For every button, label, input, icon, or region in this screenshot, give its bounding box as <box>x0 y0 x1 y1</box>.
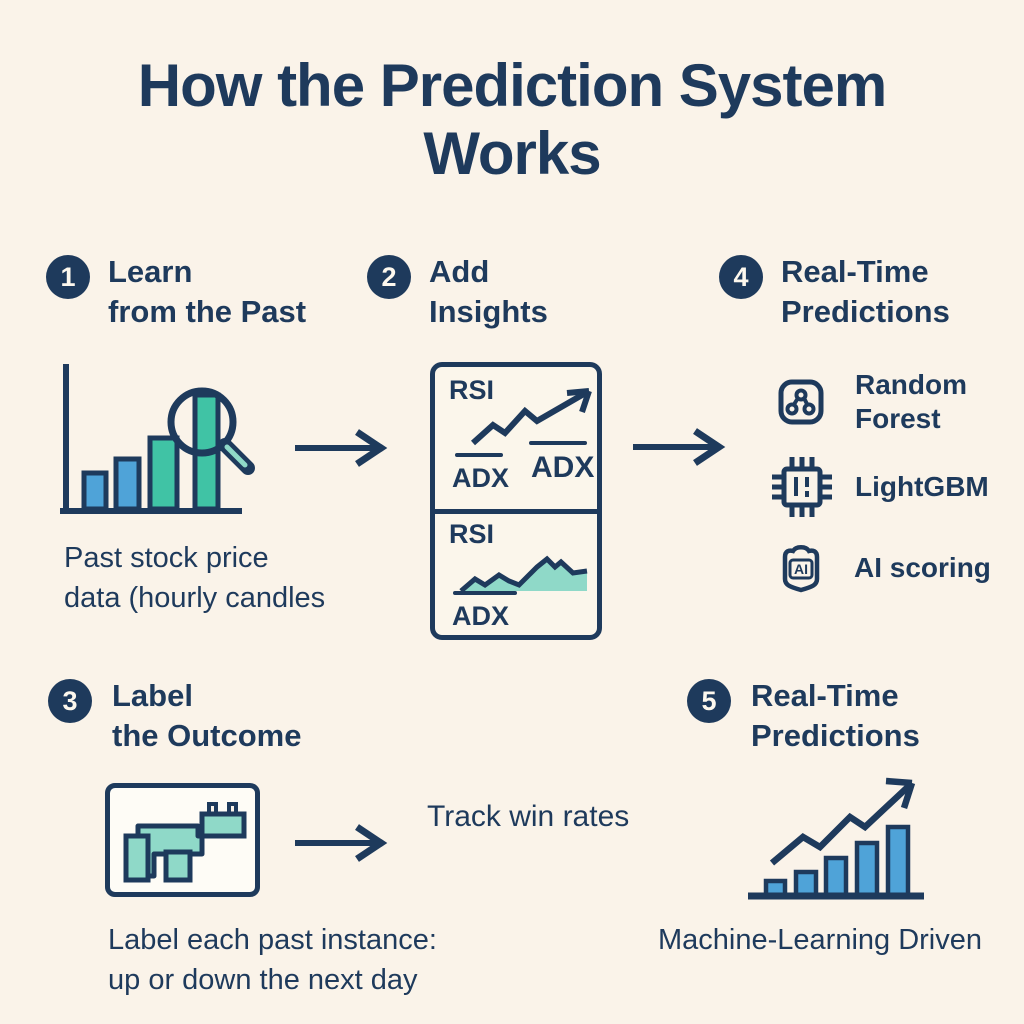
random-forest-icon <box>778 379 824 425</box>
step-2-number-badge: 2 <box>367 255 411 299</box>
step-1-title-line-1: Learn <box>108 254 193 289</box>
step-2-title-line-1: Add <box>429 254 490 289</box>
candle-blocks-icon-box <box>105 783 260 897</box>
page-title-line-2: Works <box>423 120 601 188</box>
adx-label-bottom: ADX <box>452 601 510 631</box>
arrow-right-icon <box>633 428 726 466</box>
random-forest-label-line-2: Forest <box>855 403 941 435</box>
lightgbm-label-line-1: LightGBM <box>855 470 989 502</box>
indicator-box-divider <box>430 509 602 514</box>
step-4-title-line-1: Real-Time <box>781 254 929 289</box>
track-win-rates-label: Track win rates <box>427 800 630 833</box>
adx-label-right: ADX <box>531 451 595 484</box>
adx-right-underline <box>529 441 587 445</box>
bar-chart-magnifier-icon <box>60 364 255 514</box>
uptrend-line-arrow-icon <box>470 388 592 446</box>
model-item-random-forest: Random Forest <box>777 368 967 436</box>
step-5-number-badge: 5 <box>687 679 731 723</box>
rsi-label-bottom: RSI <box>449 519 495 549</box>
step-5-title-line-2: Predictions <box>751 718 920 754</box>
step-3-number-badge: 3 <box>48 679 92 723</box>
step-3-caption-line-1: Label each past instance: <box>108 924 437 956</box>
step-5-title-line-1: Real-Time <box>751 678 899 713</box>
step-1-header: 1 Learn from the Past <box>46 252 306 333</box>
model-item-lightgbm: LightGBM <box>770 455 989 519</box>
chip-icon <box>772 457 832 517</box>
page-title: How the Prediction System Works <box>0 52 1024 189</box>
step-2-header: 2 Add Insights <box>367 252 548 333</box>
rising-bar-chart-arrow-icon <box>748 777 924 900</box>
adx-bottom-underline <box>453 591 517 595</box>
ai-badge-icon: AI <box>782 545 820 593</box>
step-3-caption-line-2: up or down the next day <box>108 964 418 997</box>
candle-blocks-icon <box>123 802 247 883</box>
random-forest-label: Random Forest <box>855 368 967 436</box>
step-4-header: 4 Real-Time Predictions <box>719 252 950 333</box>
step-3-caption: Label each past instance: up or down the… <box>108 920 437 1000</box>
step-4-title: Real-Time Predictions <box>781 252 950 333</box>
rsi-label-top: RSI <box>449 375 495 405</box>
step-1-number-badge: 1 <box>46 255 90 299</box>
model-item-ai-scoring: AI AI scoring <box>776 543 991 593</box>
arrow-right-icon <box>295 824 388 862</box>
step-4-number-badge: 4 <box>719 255 763 299</box>
step-3-title-line-1: Label <box>112 678 193 713</box>
step-3-title-line-2: the Outcome <box>112 718 302 754</box>
arrow-right-icon <box>295 429 388 467</box>
ai-scoring-label: AI scoring <box>854 551 991 585</box>
lightgbm-label: LightGBM <box>855 470 989 504</box>
step-4-title-line-2: Predictions <box>781 294 950 330</box>
step-5-header: 5 Real-Time Predictions <box>687 676 920 757</box>
adx-label-left: ADX <box>452 463 510 493</box>
step-2-title-line-2: Insights <box>429 294 548 330</box>
step-1-title: Learn from the Past <box>108 252 306 333</box>
ai-badge-text: AI <box>794 561 808 577</box>
ai-scoring-label-line-1: AI scoring <box>854 551 991 583</box>
step-1-caption: Past stock price data (hourly candles <box>64 538 325 618</box>
step-1-caption-line-1: Past stock price <box>64 542 269 574</box>
step-3-header: 3 Label the Outcome <box>48 676 301 757</box>
step-1-title-line-2: from the Past <box>108 294 307 330</box>
rsi-underline <box>455 453 503 457</box>
mountain-area-chart-icon <box>459 555 588 593</box>
rsi-adx-indicator-box: RSI ADX ADX RSI ADX <box>430 362 602 640</box>
step-1-caption-line-2: data (hourly candles <box>64 582 326 615</box>
step-2-title: Add Insights <box>429 252 548 333</box>
step-5-title: Real-Time Predictions <box>751 676 920 757</box>
page-title-line-1: How the Prediction System <box>137 52 888 119</box>
step-3-title: Label the Outcome <box>112 676 301 757</box>
step-5-caption: Machine-Learning Driven <box>658 924 982 956</box>
random-forest-label-line-1: Random <box>855 369 967 400</box>
